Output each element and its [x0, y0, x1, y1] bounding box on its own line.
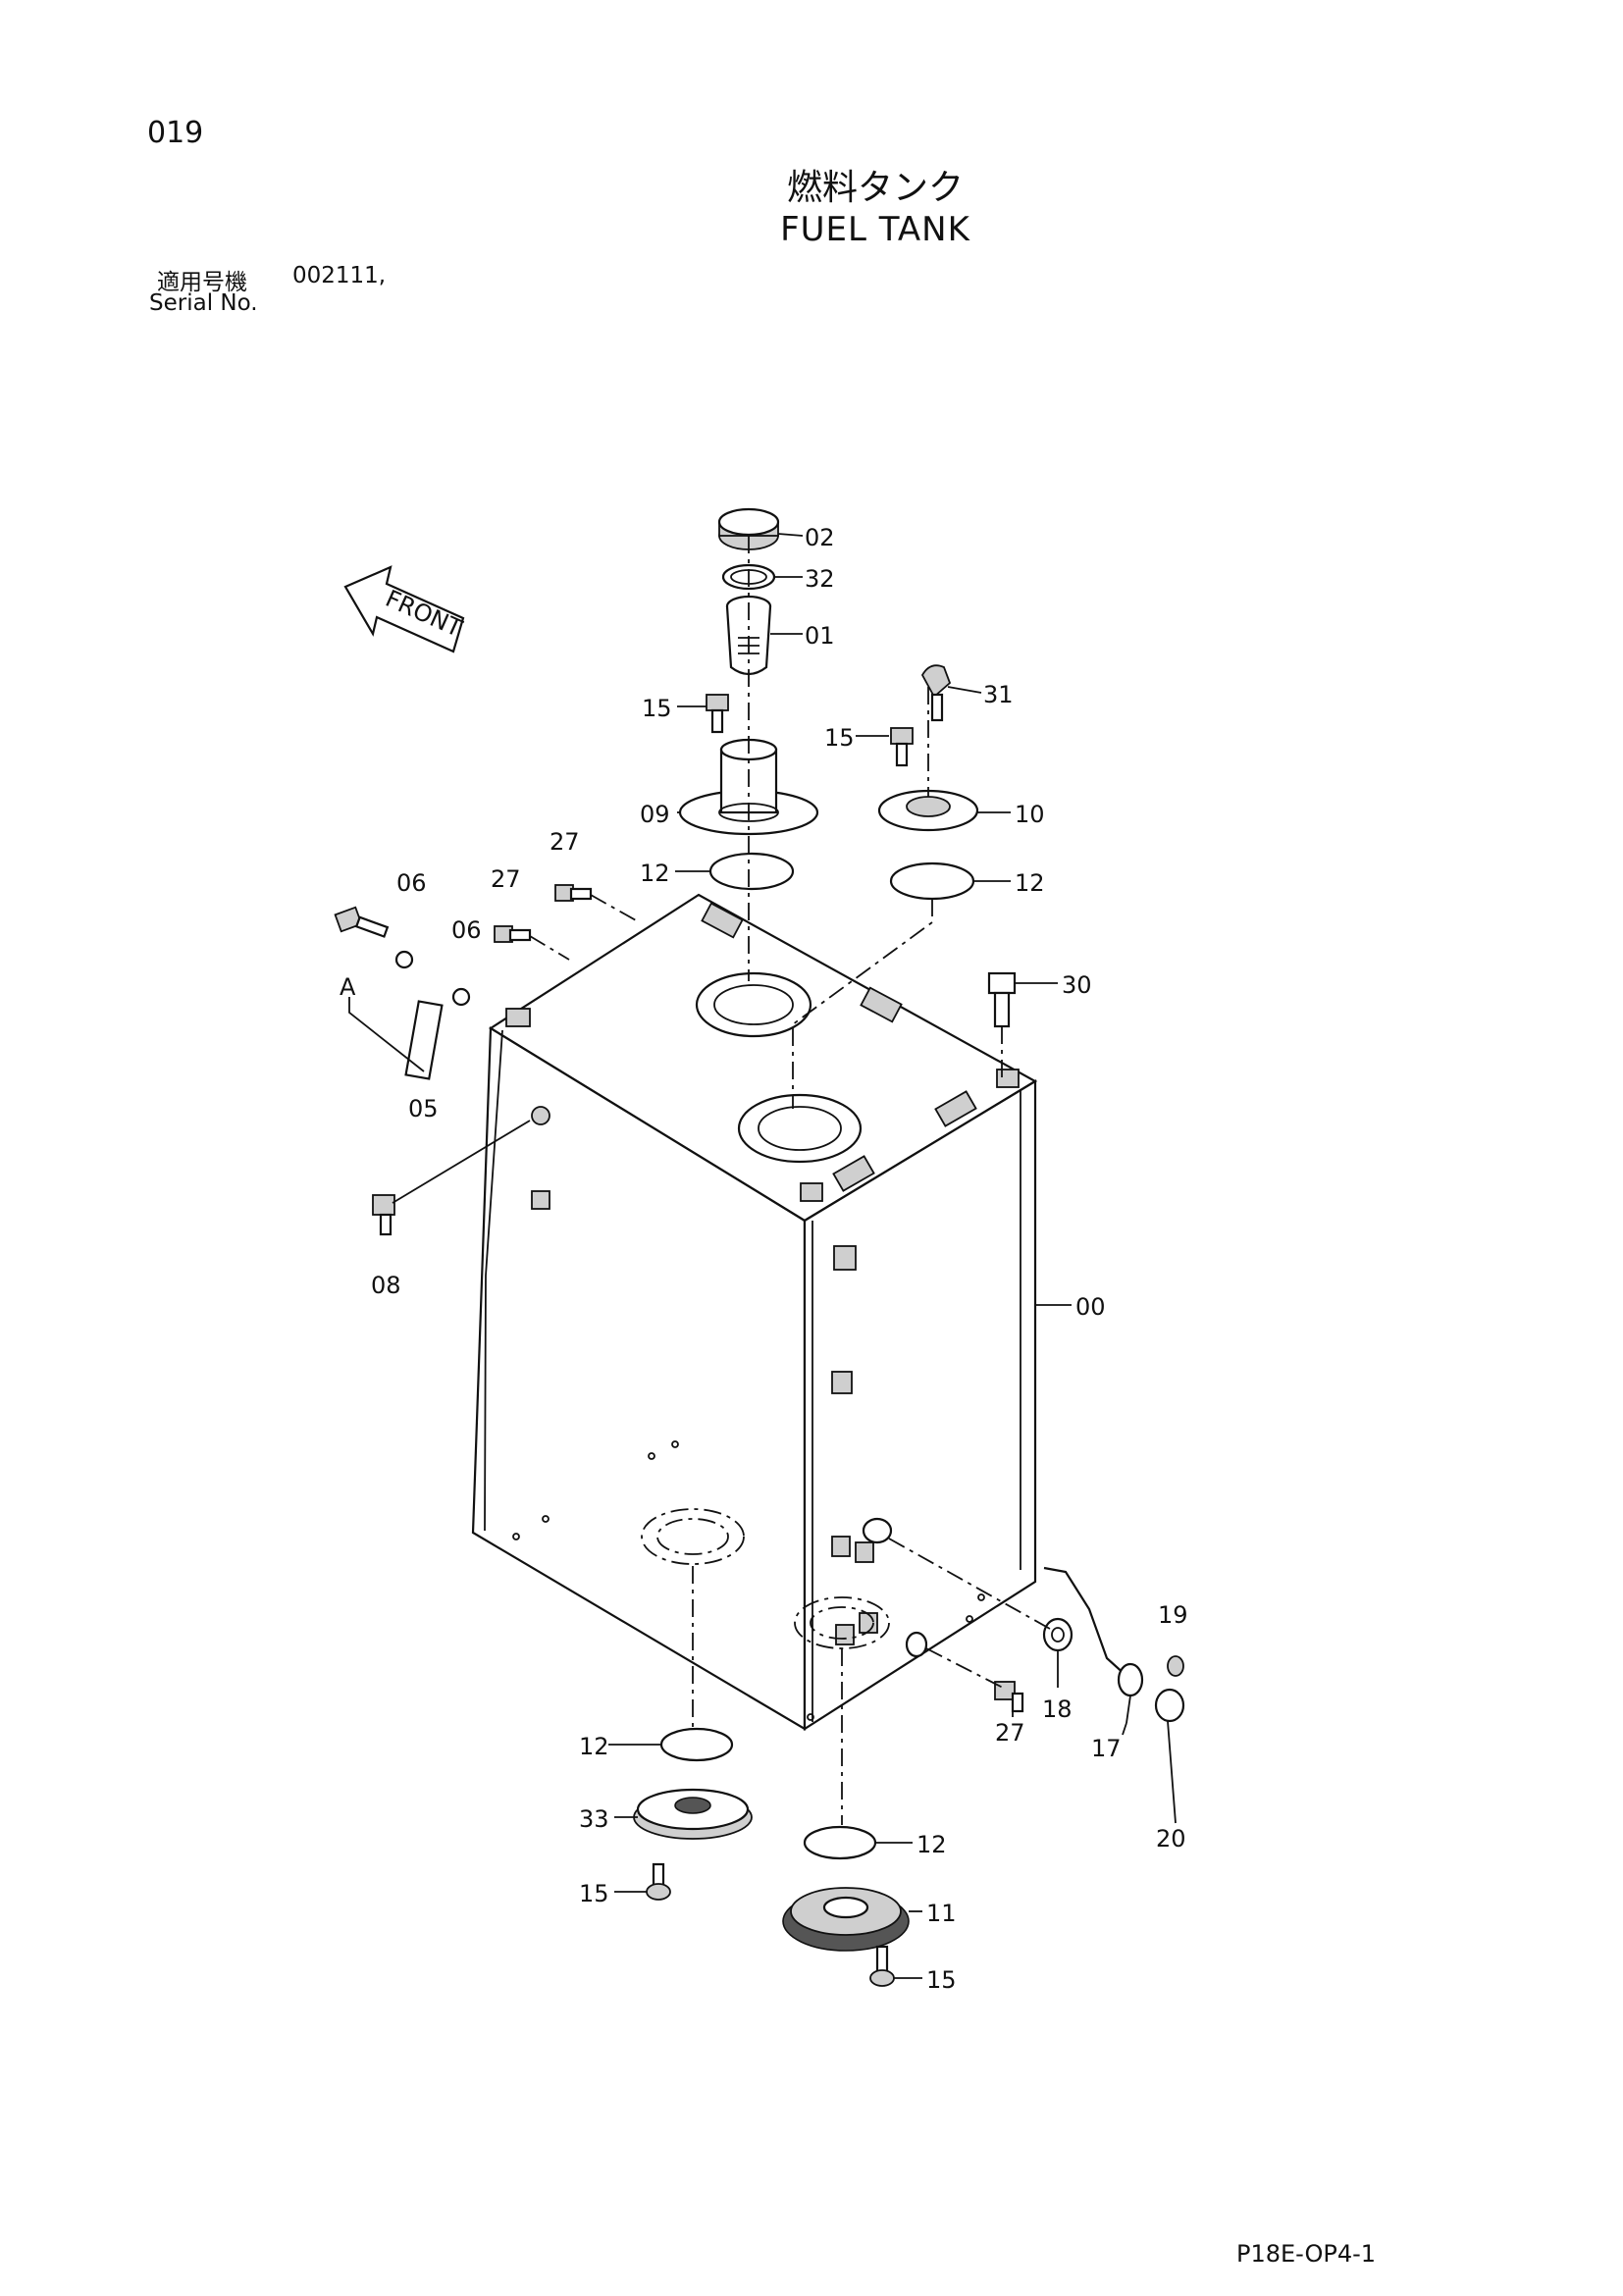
callout-15-sender: 15 [824, 724, 855, 752]
page-number: 019 [147, 116, 204, 150]
callout-10: 10 [1015, 801, 1045, 828]
callout-15-filler: 15 [642, 695, 672, 722]
cover-part-11 [782, 1887, 910, 1952]
grommet-part-18 [1042, 1617, 1073, 1652]
serial-label-english: Serial No. [149, 290, 258, 316]
callout-20: 20 [1156, 1825, 1186, 1852]
gasket-part-12-top-left [708, 852, 795, 891]
bolt-part-08 [372, 1194, 395, 1236]
bolt-part-15-bottom-right [869, 1945, 895, 1987]
callout-05: 05 [408, 1095, 439, 1122]
gasket-part-12-bottom-right [803, 1825, 877, 1860]
callout-12-top-left: 12 [640, 860, 670, 887]
drain-cock-part-20 [1154, 1688, 1185, 1824]
callout-19: 19 [1158, 1601, 1188, 1629]
callout-00: 00 [1075, 1293, 1106, 1321]
callout-12-bottom-right: 12 [916, 1831, 947, 1858]
callout-12-bottom-left: 12 [579, 1733, 609, 1760]
serial-number-value: 002111, [292, 263, 387, 288]
pipe-fitting-on-tank [862, 1517, 928, 1658]
bolt-part-15-bottom-left [646, 1862, 671, 1901]
washer-part-06-b [451, 987, 471, 1007]
callout-27-b: 27 [491, 865, 521, 893]
callout-06-a: 06 [396, 869, 427, 897]
bolt-part-27-a [554, 884, 593, 902]
callout-labels: 02 32 01 31 15 15 09 10 12 12 27 27 06 0… [340, 524, 1188, 1994]
washer-part-06-a [394, 950, 414, 969]
callout-27-a: 27 [550, 828, 580, 856]
callout-15-bottom-left: 15 [579, 1880, 609, 1907]
level-gauge-part-31 [920, 664, 952, 722]
callout-33: 33 [579, 1805, 609, 1833]
screw-part-19 [1167, 1655, 1184, 1677]
gasket-part-12-top-right [889, 861, 975, 901]
callout-30: 30 [1062, 971, 1092, 999]
bolt-part-A [334, 906, 390, 938]
callout-32: 32 [805, 565, 835, 593]
cover-part-33 [633, 1788, 753, 1840]
callout-27-c: 27 [995, 1719, 1025, 1747]
callout-12-top-right: 12 [1015, 869, 1045, 897]
bolt-part-27-b [494, 925, 532, 943]
callout-06-b: 06 [451, 916, 482, 944]
callout-18: 18 [1042, 1696, 1073, 1723]
callout-15-bottom-right: 15 [926, 1966, 957, 1994]
bolt-part-30 [987, 971, 1017, 1028]
page-title-japanese: 燃料タンク [786, 168, 964, 208]
callout-01: 01 [805, 622, 835, 650]
gasket-part-12-bottom-left [659, 1727, 734, 1762]
drain-pipe-part-17 [1043, 1566, 1144, 1724]
front-direction-arrow: FRONT [343, 565, 466, 653]
callout-11: 11 [926, 1900, 957, 1927]
page-title-english: FUEL TANK [780, 210, 970, 249]
callout-09: 09 [640, 801, 670, 828]
view-label-a: A [340, 973, 356, 1001]
callout-02: 02 [805, 524, 835, 551]
plate-part-05 [404, 1000, 444, 1080]
serial-label-japanese: 適用号機 [157, 270, 247, 295]
fuel-tank-body [471, 893, 1038, 1732]
callout-17: 17 [1091, 1735, 1122, 1762]
bolt-part-15-sender [890, 727, 914, 767]
leader-lines [348, 533, 1127, 1979]
drawing-code: P18E-OP4-1 [1236, 2240, 1377, 2268]
bolt-part-15-filler [706, 694, 729, 734]
callout-31: 31 [983, 681, 1014, 708]
callout-08: 08 [371, 1272, 401, 1299]
